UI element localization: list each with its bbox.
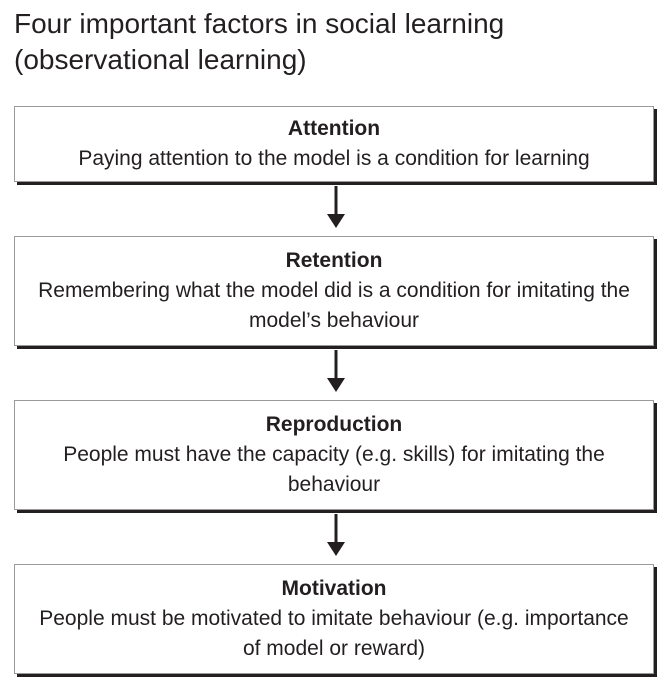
step-box-reproduction: Reproduction People must have the capaci… <box>14 400 654 510</box>
diagram-title-line-2: (observational learning) <box>14 44 307 75</box>
diagram-title: Four important factors in social learnin… <box>14 6 654 78</box>
step-box-motivation: Motivation People must be motivated to i… <box>14 564 654 674</box>
down-arrow-icon <box>327 186 345 228</box>
down-arrow-icon <box>327 350 345 392</box>
step-heading-motivation: Motivation <box>281 577 387 600</box>
step-box-retention: Retention Remembering what the model did… <box>14 236 654 346</box>
step-heading-retention: Retention <box>285 249 383 272</box>
step-text-retention: Remembering what the model did is a cond… <box>38 279 630 332</box>
step-text-motivation: People must be motivated to imitate beha… <box>39 607 629 660</box>
step-heading-reproduction: Reproduction <box>265 413 403 436</box>
step-heading-attention: Attention <box>287 117 381 140</box>
step-box-attention: Attention Paying attention to the model … <box>14 106 654 182</box>
diagram-title-line-1: Four important factors in social learnin… <box>14 8 505 39</box>
step-text-reproduction: People must have the capacity (e.g. skil… <box>63 443 605 496</box>
down-arrow-icon <box>327 514 345 556</box>
step-text-attention: Paying attention to the model is a condi… <box>78 147 590 170</box>
